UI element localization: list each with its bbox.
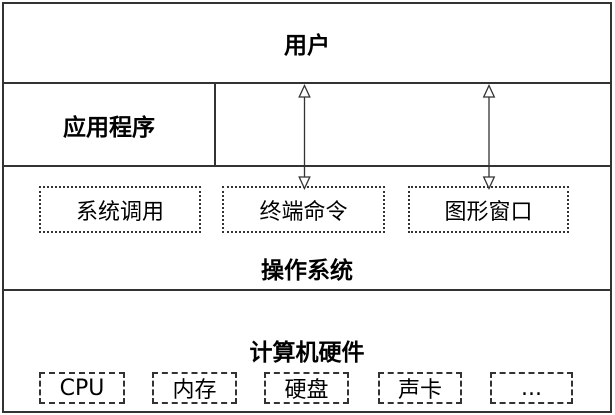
os-interface-terminal-command-label: 终端命令 bbox=[259, 199, 348, 225]
os-interface-graphic-window-box: 图形窗口 bbox=[408, 186, 569, 233]
hardware-component-ellipsis-box: ... bbox=[490, 372, 573, 404]
os-layer-label-row: 操作系统 bbox=[2, 254, 612, 284]
hardware-component-disk-box: 硬盘 bbox=[264, 372, 349, 404]
os-interface-graphic-window-label: 图形窗口 bbox=[444, 199, 533, 225]
hardware-layer-label: 计算机硬件 bbox=[249, 340, 365, 366]
hardware-component-ellipsis-label: ... bbox=[521, 375, 542, 401]
hardware-layer-box bbox=[2, 289, 612, 413]
hardware-component-disk-label: 硬盘 bbox=[284, 378, 329, 403]
hardware-component-cpu-box: CPU bbox=[39, 372, 125, 404]
hardware-component-memory-box: 内存 bbox=[152, 372, 237, 404]
application-layer-label: 应用程序 bbox=[63, 114, 155, 141]
application-layer-box: 应用程序 bbox=[2, 82, 612, 167]
application-layer-cell: 应用程序 bbox=[4, 84, 216, 165]
os-interface-terminal-command-box: 终端命令 bbox=[222, 186, 385, 233]
os-interface-system-call-label: 系统调用 bbox=[75, 199, 164, 225]
user-layer-label: 用户 bbox=[284, 33, 330, 59]
hardware-component-soundcard-box: 声卡 bbox=[378, 372, 462, 404]
hardware-layer-label-row: 计算机硬件 bbox=[2, 337, 612, 366]
hardware-component-memory-label: 内存 bbox=[172, 378, 217, 403]
hardware-component-cpu-label: CPU bbox=[59, 375, 105, 401]
hardware-component-soundcard-label: 声卡 bbox=[397, 378, 442, 403]
os-layer-label: 操作系统 bbox=[261, 258, 353, 284]
os-interface-system-call-box: 系统调用 bbox=[39, 186, 201, 233]
user-layer-box: 用户 bbox=[2, 2, 612, 84]
